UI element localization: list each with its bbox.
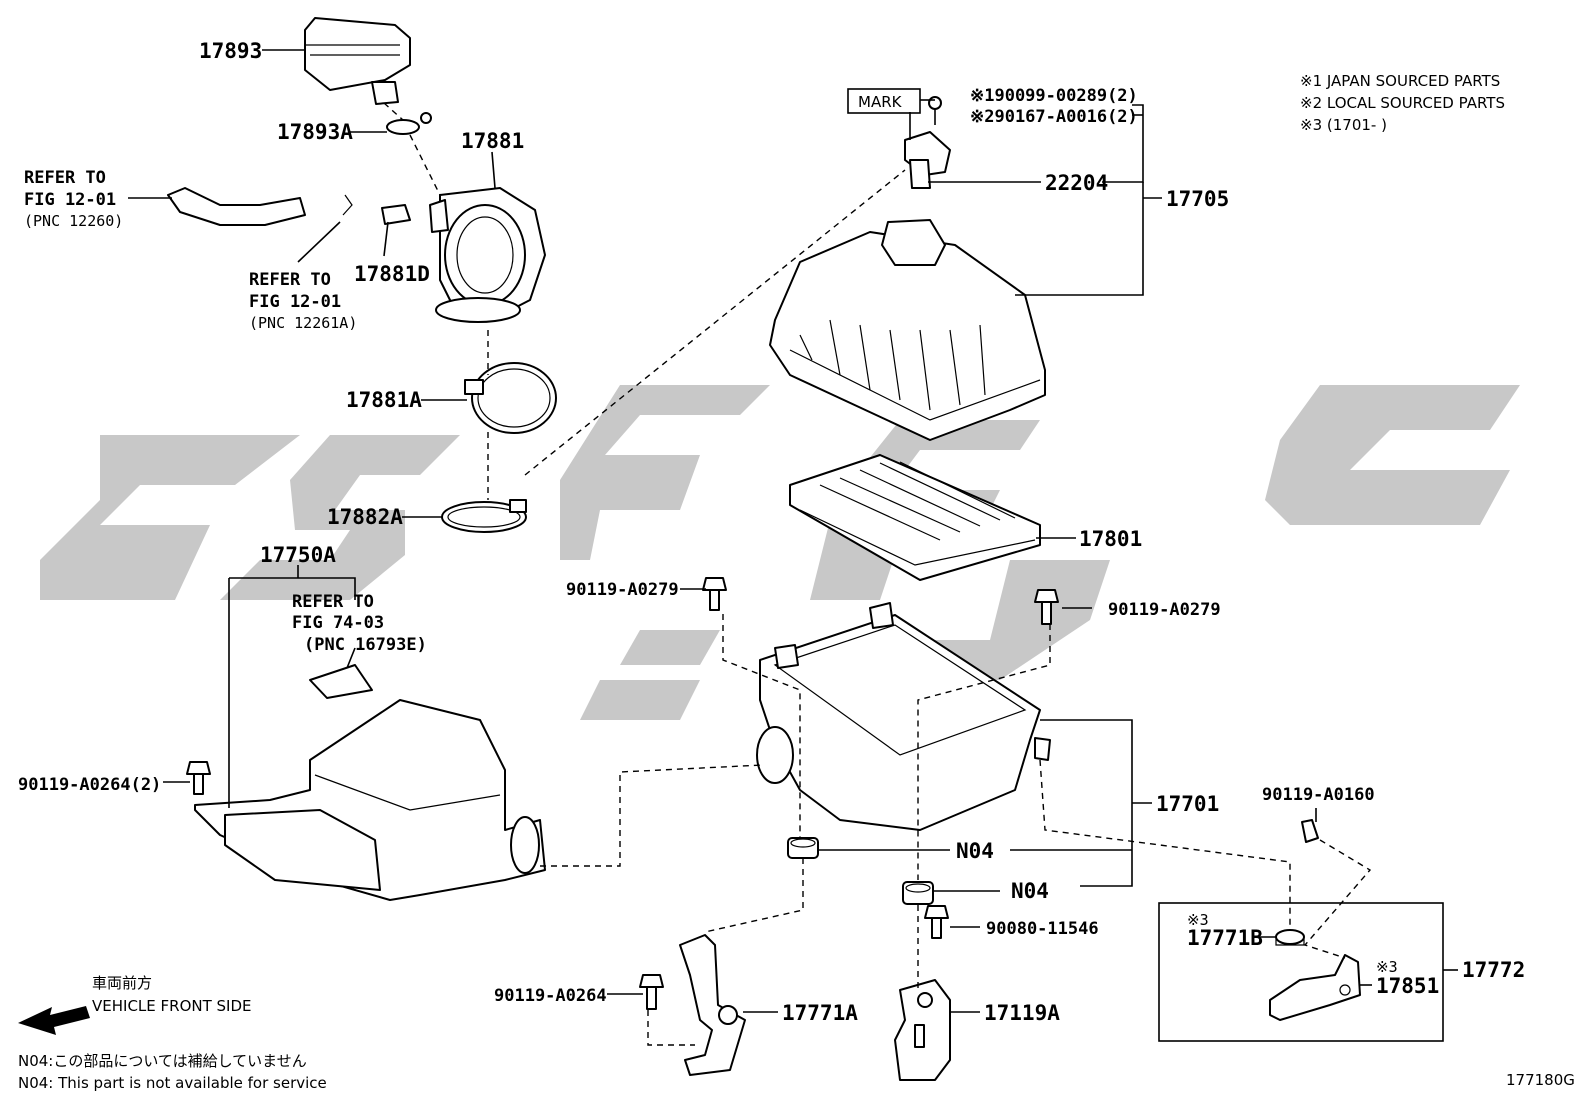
part-17701-air-cleaner-case[interactable]	[756, 602, 1051, 831]
label-bolt-a0160: 90119-A0160	[1262, 785, 1375, 805]
label-note3-a: ※3	[1187, 911, 1209, 929]
label-17801: 17801	[1079, 527, 1142, 551]
part-17119a-bracket[interactable]	[894, 979, 951, 1081]
hose-12260	[167, 187, 306, 226]
label-17701: 17701	[1156, 792, 1219, 816]
sub-assy-17772-box	[1158, 902, 1444, 1042]
leader-lines	[128, 49, 1458, 1013]
bolt-90119-a0264-2[interactable]	[186, 761, 211, 795]
ref3-line2: FIG 74-03	[292, 613, 384, 633]
part-17881a-hose-band[interactable]	[464, 362, 557, 434]
assembly-dashed-lines	[383, 102, 1372, 1046]
part-17893-resonator[interactable]	[304, 17, 411, 105]
label-17771b: 17771B	[1187, 926, 1263, 950]
part-17771a-bracket[interactable]	[679, 934, 746, 1076]
label-bolt-a0279-right: 90119-A0279	[1108, 600, 1221, 620]
label-17881d: 17881D	[354, 262, 430, 286]
label-n04-b: N04	[1011, 879, 1049, 903]
ref1-line1: REFER TO	[24, 168, 106, 188]
bolt-90080-11546[interactable]	[924, 905, 949, 939]
part-n04-grommet-b[interactable]	[902, 881, 934, 905]
part-17801-air-filter-element[interactable]	[789, 454, 1041, 581]
label-screw-2: ※290167-A0016(2)	[970, 107, 1138, 127]
direction-jp: 車両前方	[92, 974, 152, 992]
ref2-line3: (PNC 12261A)	[249, 314, 357, 332]
label-bolt-a0279-left: 90119-A0279	[566, 580, 679, 600]
direction-en: VEHICLE FRONT SIDE	[92, 997, 252, 1015]
label-17882a: 17882A	[327, 505, 403, 529]
ref1-line2: FIG 12-01	[24, 190, 116, 210]
bolt-90119-a0160[interactable]	[1301, 819, 1319, 843]
bolt-90119-a0279-right[interactable]	[1034, 589, 1059, 625]
part-17750a-inlet-duct[interactable]	[194, 699, 546, 901]
ref2-line2: FIG 12-01	[249, 292, 341, 312]
label-bolt-a0264: 90119-A0264	[494, 986, 607, 1006]
ref3-line1: REFER TO	[292, 592, 374, 612]
label-n04-a: N04	[956, 839, 994, 863]
part-n04-grommet-a[interactable]	[787, 837, 819, 859]
label-17772: 17772	[1462, 958, 1525, 982]
part-17881d-fitting[interactable]	[381, 204, 411, 225]
ref1-line3: (PNC 12260)	[24, 212, 123, 230]
ref3-line3: (PNC 16793E)	[304, 635, 427, 655]
note-n04-en: N04: This part is not available for serv…	[18, 1074, 327, 1092]
legend-line2: ※2 LOCAL SOURCED PARTS	[1300, 94, 1505, 112]
label-bolt-11546: 90080-11546	[986, 919, 1099, 939]
diagram-id: 177180G	[1506, 1071, 1575, 1089]
label-17881: 17881	[461, 129, 524, 153]
label-17705: 17705	[1166, 187, 1229, 211]
label-17771a: 17771A	[782, 1001, 858, 1025]
mark-box	[847, 88, 921, 114]
note-n04-jp: N04:この部品については補給していません	[18, 1052, 307, 1070]
bolt-90119-a0279-left[interactable]	[702, 577, 727, 611]
part-17705-cap-sub-assy[interactable]	[769, 219, 1046, 441]
vehicle-front-arrow-icon	[18, 1006, 90, 1035]
label-17893a: 17893A	[277, 120, 353, 144]
legend-line3: ※3 (1701- )	[1300, 116, 1387, 134]
part-17881-throttle-body[interactable]	[429, 187, 546, 323]
part-22204-air-flow-meter[interactable]	[904, 96, 951, 189]
label-17893: 17893	[199, 39, 262, 63]
part-17771b-grommet[interactable]	[1275, 929, 1305, 946]
part-17851-bracket[interactable]	[1269, 954, 1361, 1021]
label-22204: 22204	[1045, 171, 1108, 195]
label-bolt-a0264-2: 90119-A0264(2)	[18, 775, 161, 795]
label-17750a: 17750A	[260, 543, 336, 567]
bolt-90119-a0264[interactable]	[639, 974, 664, 1010]
label-mark: MARK	[858, 93, 903, 111]
label-screw-1: ※190099-00289(2)	[970, 86, 1138, 106]
clip-12261a	[342, 194, 353, 216]
ref2-line1: REFER TO	[249, 270, 331, 290]
label-17881a: 17881A	[346, 388, 422, 412]
part-17882a-hose-band[interactable]	[441, 499, 527, 533]
part-17893a-clamp[interactable]	[386, 112, 432, 135]
seal-16793e	[309, 664, 373, 699]
label-note3-b: ※3	[1376, 958, 1398, 976]
label-17851: 17851	[1376, 974, 1439, 998]
label-17119a: 17119A	[984, 1001, 1060, 1025]
legend-line1: ※1 JAPAN SOURCED PARTS	[1300, 72, 1500, 90]
